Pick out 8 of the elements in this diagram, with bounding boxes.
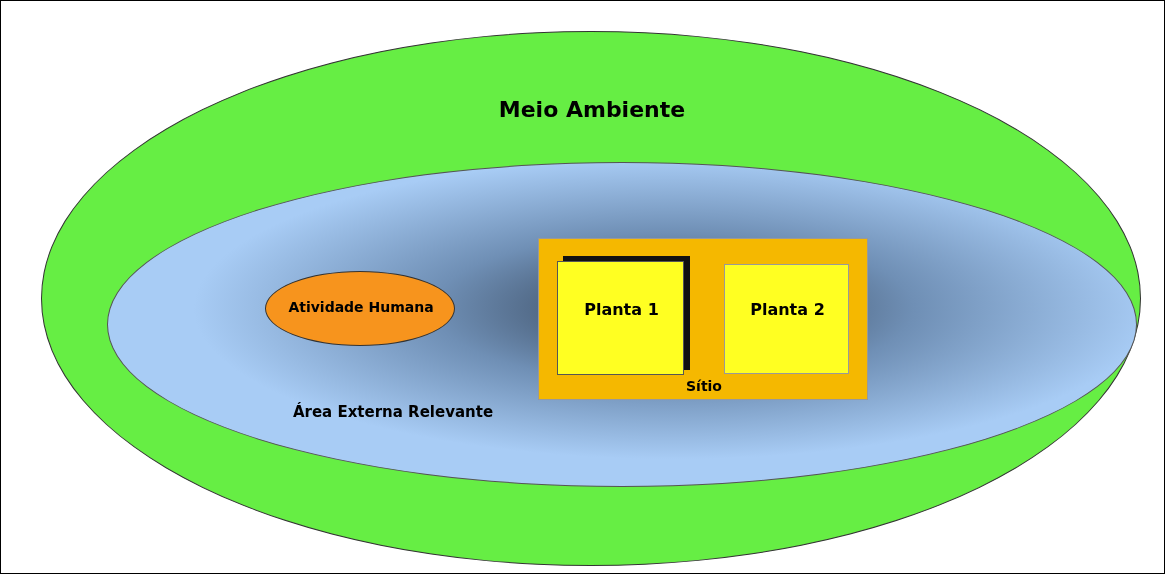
- site-panel: [538, 238, 868, 400]
- plant-label: Planta 2: [749, 300, 826, 319]
- plant-label: Planta 1: [583, 300, 660, 319]
- activity-label: Atividade Humana: [287, 299, 435, 315]
- plant-box: [724, 264, 849, 374]
- site-label: Sítio: [685, 378, 723, 394]
- zone-title: Meio Ambiente: [497, 97, 687, 122]
- zone-label: Área Externa Relevante: [291, 403, 495, 421]
